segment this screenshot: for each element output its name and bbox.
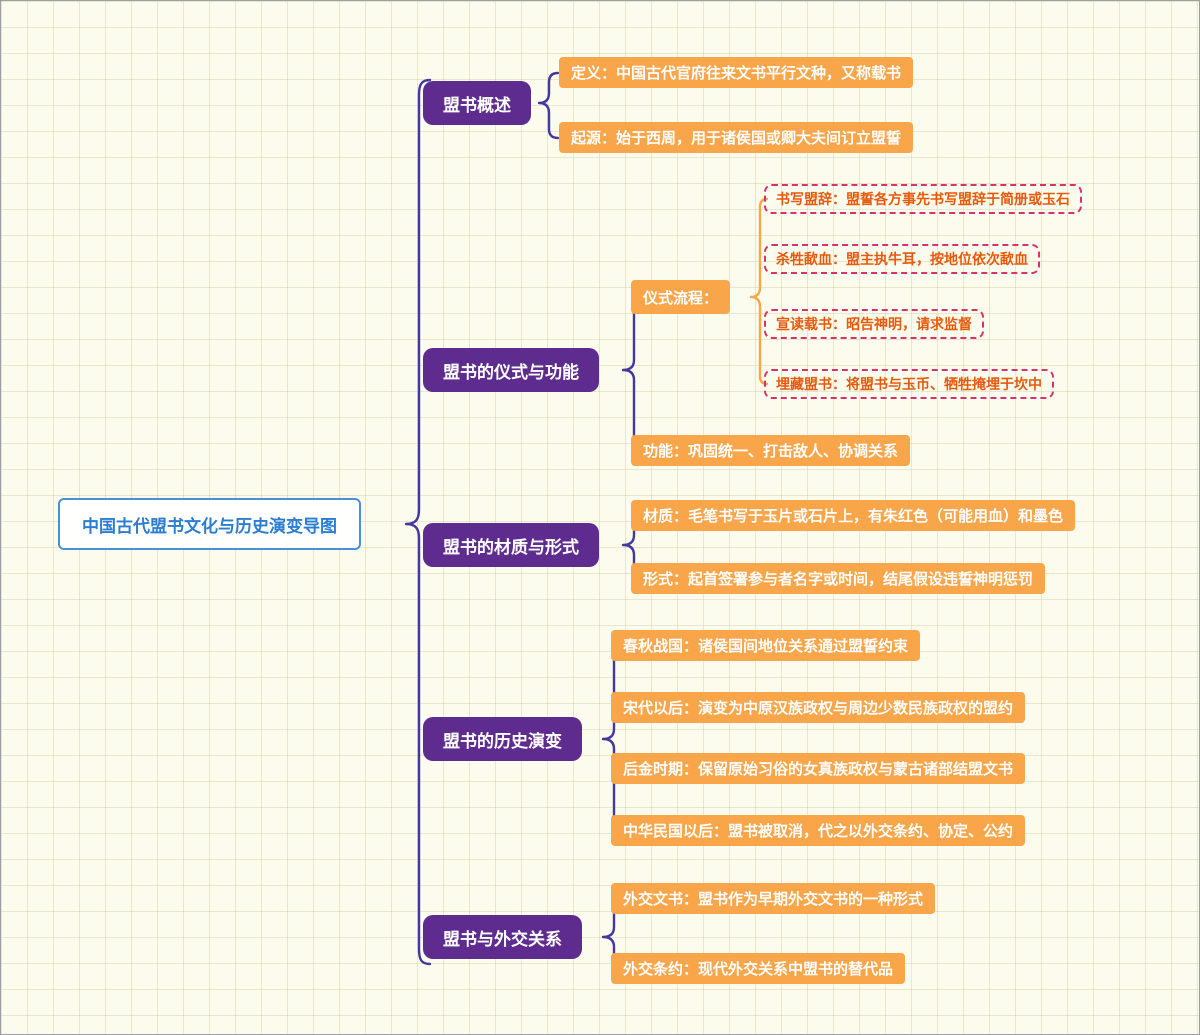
brace-ritual [621,295,645,453]
central-topic[interactable]: 中国古代盟书文化与历史演变导图 [58,498,361,550]
subtopic-origin[interactable]: 起源：始于西周，用于诸侯国或卿大夫间订立盟誓 [559,122,914,153]
bracket-ritual-process [749,197,769,386]
subtopic-song-dynasty[interactable]: 宋代以后：演变为中原汉族政权与周边少数民族政权的盟约 [611,692,1026,723]
subtopic-definition[interactable]: 定义：中国古代官府往来文书平行文种，又称载书 [559,57,914,88]
subtopic-function[interactable]: 功能：巩固统一、打击敌人、协调关系 [631,435,911,466]
subtopic-ritual-process[interactable]: 仪式流程： [631,280,731,314]
brace-overview [537,71,560,140]
subtopic-material[interactable]: 材质：毛笔书写于玉片或石片上，有朱红色（可能用血）和墨色 [631,500,1076,531]
detail-bury-document[interactable]: 埋藏盟书：将盟书与玉币、牺牲掩埋于坎中 [764,369,1054,399]
detail-write-oath[interactable]: 书写盟辞：盟誓各方事先书写盟辞于简册或玉石 [764,184,1082,214]
branch-topic-history[interactable]: 盟书的历史演变 [423,717,582,761]
subtopic-diplomatic-treaty[interactable]: 外交条约：现代外交关系中盟书的替代品 [611,953,906,984]
subtopic-spring-autumn[interactable]: 春秋战国：诸侯国间地位关系通过盟誓约束 [611,630,921,661]
subtopic-form[interactable]: 形式：起首签署参与者名字或时间，结尾假设违誓神明惩罚 [631,563,1046,594]
brace-root [404,78,432,966]
branch-topic-material-form[interactable]: 盟书的材质与形式 [423,523,599,567]
branch-topic-ritual-function[interactable]: 盟书的仪式与功能 [423,348,599,392]
subtopic-diplomatic-document[interactable]: 外交文书：盟书作为早期外交文书的一种形式 [611,883,936,914]
branch-topic-overview[interactable]: 盟书概述 [423,81,531,125]
brace-history [601,644,625,833]
subtopic-later-jin[interactable]: 后金时期：保留原始习俗的女真族政权与蒙古诸部结盟文书 [611,753,1026,784]
detail-blood-sacrifice[interactable]: 杀牲歃血：盟主执牛耳，按地位依次歃血 [764,244,1040,274]
branch-topic-diplomacy[interactable]: 盟书与外交关系 [423,915,582,959]
detail-read-document[interactable]: 宣读载书：昭告神明，请求监督 [764,309,984,339]
subtopic-republic-era[interactable]: 中华民国以后：盟书被取消，代之以外交条约、协定、公约 [611,815,1026,846]
